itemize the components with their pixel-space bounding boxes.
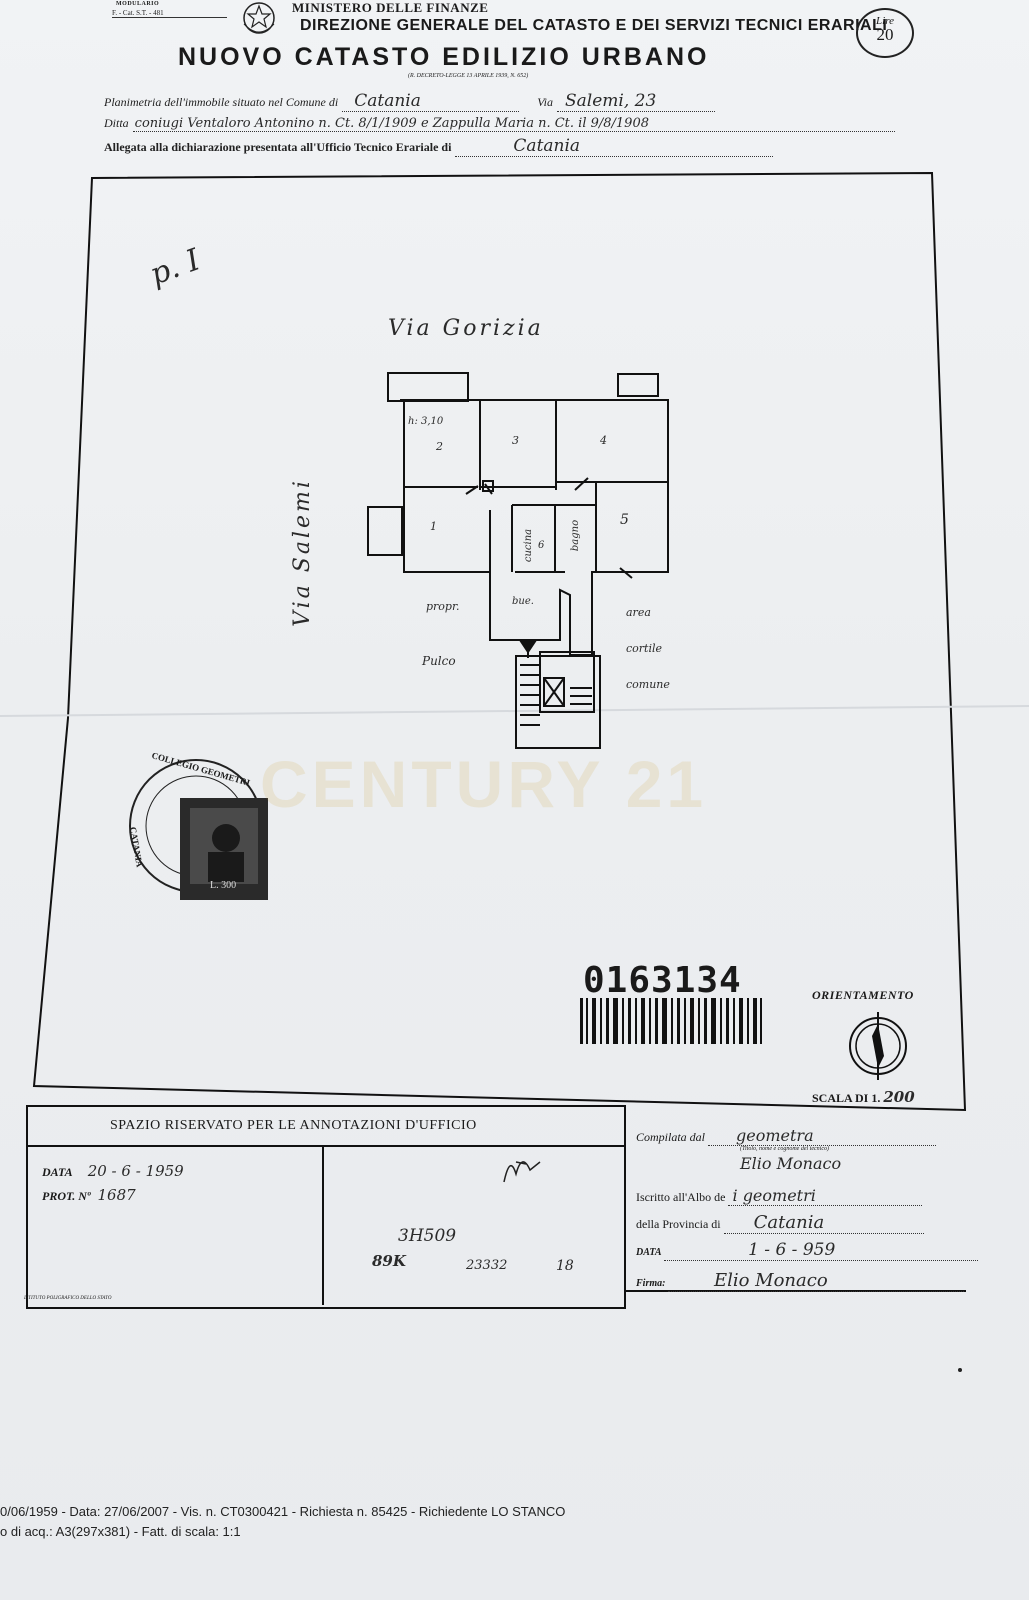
ufficio-value: Catania <box>455 136 774 157</box>
name-hint: (Titolo, nome e cognome del tecnico) <box>740 1146 829 1152</box>
revenue-stamp <box>129 759 268 900</box>
provincia-label: della Provincia di <box>636 1217 721 1231</box>
ministry-title: MINISTERO DELLE FINANZE <box>292 0 489 15</box>
annotation-date-value: 20 - 6 - 1959 <box>87 1162 184 1180</box>
annotations-title: SPAZIO RISERVATO PER LE ANNOTAZIONI D'UF… <box>110 1118 477 1133</box>
street-top-label: Via Gorizia <box>388 316 544 341</box>
frame-border <box>32 171 967 1112</box>
price-label: Lire <box>876 15 894 27</box>
annotations-divider <box>26 1145 624 1147</box>
stamp-value: L. 300 <box>210 880 237 891</box>
annotation-code-2: 89K <box>372 1252 406 1270</box>
scale-value: 200 <box>883 1088 915 1106</box>
scale-line: SCALA DI 1. 200 <box>812 1088 915 1106</box>
via-value: Salemi, 23 <box>557 91 715 112</box>
pozzo-label: Pulco <box>422 654 456 668</box>
ditta-value: coniugi Ventaloro Antonino n. Ct. 8/1/19… <box>132 116 895 132</box>
annotation-date-label: DATA <box>42 1165 73 1179</box>
iscritto-label: Iscritto all'Albo de <box>636 1190 726 1204</box>
barcode <box>580 998 762 1044</box>
firma-label: Firma: <box>636 1278 666 1289</box>
printer-label: ISTITUTO POLIGRAFICO DELLO STATO <box>24 1296 112 1301</box>
cucina-label: cucina <box>523 528 535 563</box>
footer-line-1: 0/06/1959 - Data: 27/06/2007 - Vis. n. C… <box>0 1504 566 1519</box>
compilata-line: Compilata dal geometra <box>636 1126 937 1146</box>
area-label-3: comune <box>626 678 670 691</box>
technician-name: Elio Monaco <box>740 1154 842 1173</box>
form-code: F. - Cat. S.T. - 481 <box>112 9 227 18</box>
compass-icon <box>849 1012 907 1080</box>
compiler-date-value: 1 - 6 - 959 <box>664 1240 979 1261</box>
provincia-value: Catania <box>723 1212 924 1234</box>
iscritto-line: Iscritto all'Albo de i geometri <box>636 1186 923 1206</box>
proprieta-label: propr. <box>426 600 460 613</box>
area-label-2: cortile <box>626 642 663 655</box>
compiler-date-line: DATA 1 - 6 - 959 <box>636 1240 979 1261</box>
provincia-line: della Provincia di Catania <box>636 1212 924 1234</box>
document-title: NUOVO CATASTO EDILIZIO URBANO <box>178 43 710 71</box>
paper-speck <box>958 1368 962 1372</box>
stairwell <box>515 655 601 749</box>
balcony-side <box>367 506 403 556</box>
iscritto-value: i geometri <box>728 1186 923 1206</box>
cucina-number: 6 <box>538 540 545 551</box>
street-left-label: Via Salemi <box>289 478 315 627</box>
compiler-date-label: DATA <box>636 1247 662 1258</box>
annotation-code-3: 23332 <box>466 1258 508 1273</box>
room-5: 5 <box>620 512 629 528</box>
altro-label: bue. <box>512 596 534 607</box>
official-initials <box>503 1161 541 1183</box>
room-2: 2 <box>436 440 443 453</box>
area-label-1: area <box>626 606 651 619</box>
allegata-label: Allegata alla dichiarazione presentata a… <box>104 140 452 154</box>
allegata-line: Allegata alla dichiarazione presentata a… <box>104 136 924 157</box>
watermark: CENTURY 21 <box>260 747 708 821</box>
compilata-value: geometra <box>708 1126 937 1146</box>
planimetria-line: Planimetria dell'immobile situato nel Co… <box>104 91 824 112</box>
modulario-label: MODULARIO <box>116 1 160 7</box>
balcony-right <box>617 373 659 397</box>
annotation-code-1: 3H509 <box>398 1226 457 1246</box>
bagno-label: bagno <box>570 519 582 552</box>
footer-line-2: o di acq.: A3(297x381) - Fatt. di scala:… <box>0 1524 241 1539</box>
compilata-label: Compilata dal <box>636 1130 706 1144</box>
ditta-label: Ditta <box>104 116 129 130</box>
room-1: 1 <box>430 520 437 533</box>
paper-fold <box>0 705 1029 717</box>
ditta-line: Ditta coniugi Ventaloro Antonino n. Ct. … <box>104 114 924 134</box>
directorate-title: DIREZIONE GENERALE DEL CATASTO E DEI SER… <box>300 17 888 34</box>
price-value: 20 <box>876 25 894 44</box>
height-note: h: 3,10 <box>408 416 444 427</box>
annotations-box <box>26 1105 626 1309</box>
annotation-prot-label: PROT. Nº <box>42 1189 91 1203</box>
scale-label: SCALA DI 1. <box>812 1091 881 1105</box>
price-badge: Lire 20 <box>856 8 914 58</box>
room-4: 4 <box>600 434 607 447</box>
annotations-vertical-divider <box>322 1145 324 1305</box>
annotation-code-4: 18 <box>556 1258 574 1274</box>
firma-line: Firma: Elio Monaco <box>636 1270 964 1292</box>
floor-plan <box>367 372 669 749</box>
annotation-date-line: DATA 20 - 6 - 1959 <box>42 1162 184 1180</box>
italian-emblem-icon <box>243 2 275 34</box>
via-label: Via <box>537 95 553 109</box>
planimetria-label: Planimetria dell'immobile situato nel Co… <box>104 95 339 109</box>
comune-value: Catania <box>342 91 520 112</box>
orientation-label: ORIENTAMENTO <box>812 988 914 1002</box>
decree-reference: (R. DECRETO-LEGGE 13 APRILE 1939, N. 652… <box>408 73 529 79</box>
firma-value: Elio Monaco <box>667 1270 964 1292</box>
annotation-prot-line: PROT. Nº 1687 <box>42 1186 136 1204</box>
room-3: 3 <box>512 434 519 447</box>
annotation-prot-value: 1687 <box>97 1186 136 1204</box>
barcode-number: 0163134 <box>583 960 742 1001</box>
balcony-left <box>387 372 469 402</box>
